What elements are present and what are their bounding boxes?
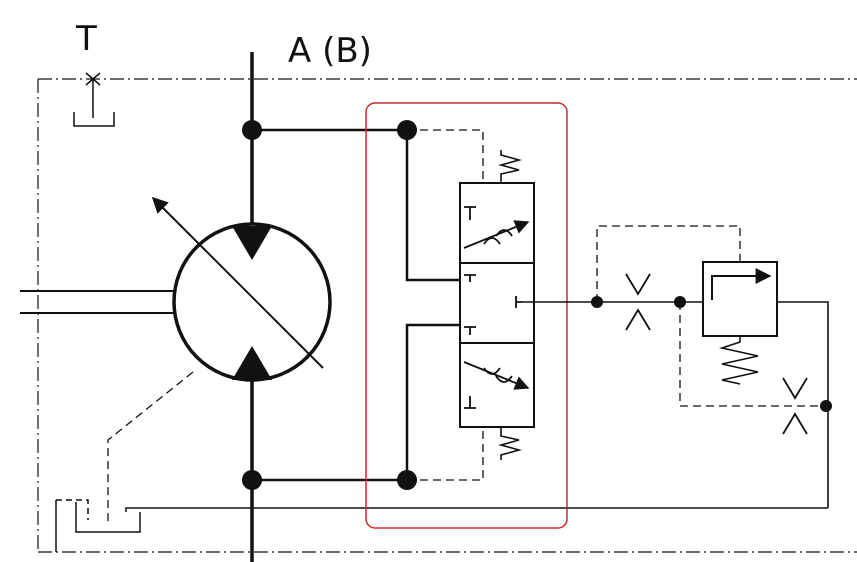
- branch-lines: [252, 128, 462, 482]
- pressure-relief-valve: [702, 261, 778, 385]
- pump-motor-symbol: [151, 196, 332, 382]
- valve-position-upper: [463, 206, 530, 249]
- tank-port-label: T: [75, 19, 97, 59]
- flow-triangle-bottom: [232, 346, 272, 380]
- valve-highlight-frame: [365, 102, 568, 529]
- work-port-label: A (B): [288, 31, 372, 71]
- orifice-secondary: [782, 377, 808, 435]
- valve-position-center: [464, 274, 522, 335]
- secondary-pilot-line: [679, 302, 826, 407]
- valve-spring-bottom: [498, 427, 522, 460]
- case-drain-pilot-line: [107, 371, 194, 522]
- relief-pilot-line: [596, 225, 741, 302]
- orifice-main: [625, 273, 651, 331]
- tank-symbol-top: [73, 72, 115, 127]
- enclosure-boundary: [37, 78, 857, 553]
- valve-spring-top: [498, 150, 522, 183]
- valve-position-lower: [463, 361, 530, 409]
- tank-symbol-bottom: [55, 499, 828, 552]
- shuttle-valve: [459, 182, 535, 428]
- relief-outlet-line: [777, 301, 829, 508]
- variable-displacement-arrow: [151, 196, 324, 369]
- valve-pilot-lines: [407, 129, 484, 481]
- flow-triangle-top: [232, 226, 272, 260]
- drive-shaft: [20, 290, 175, 314]
